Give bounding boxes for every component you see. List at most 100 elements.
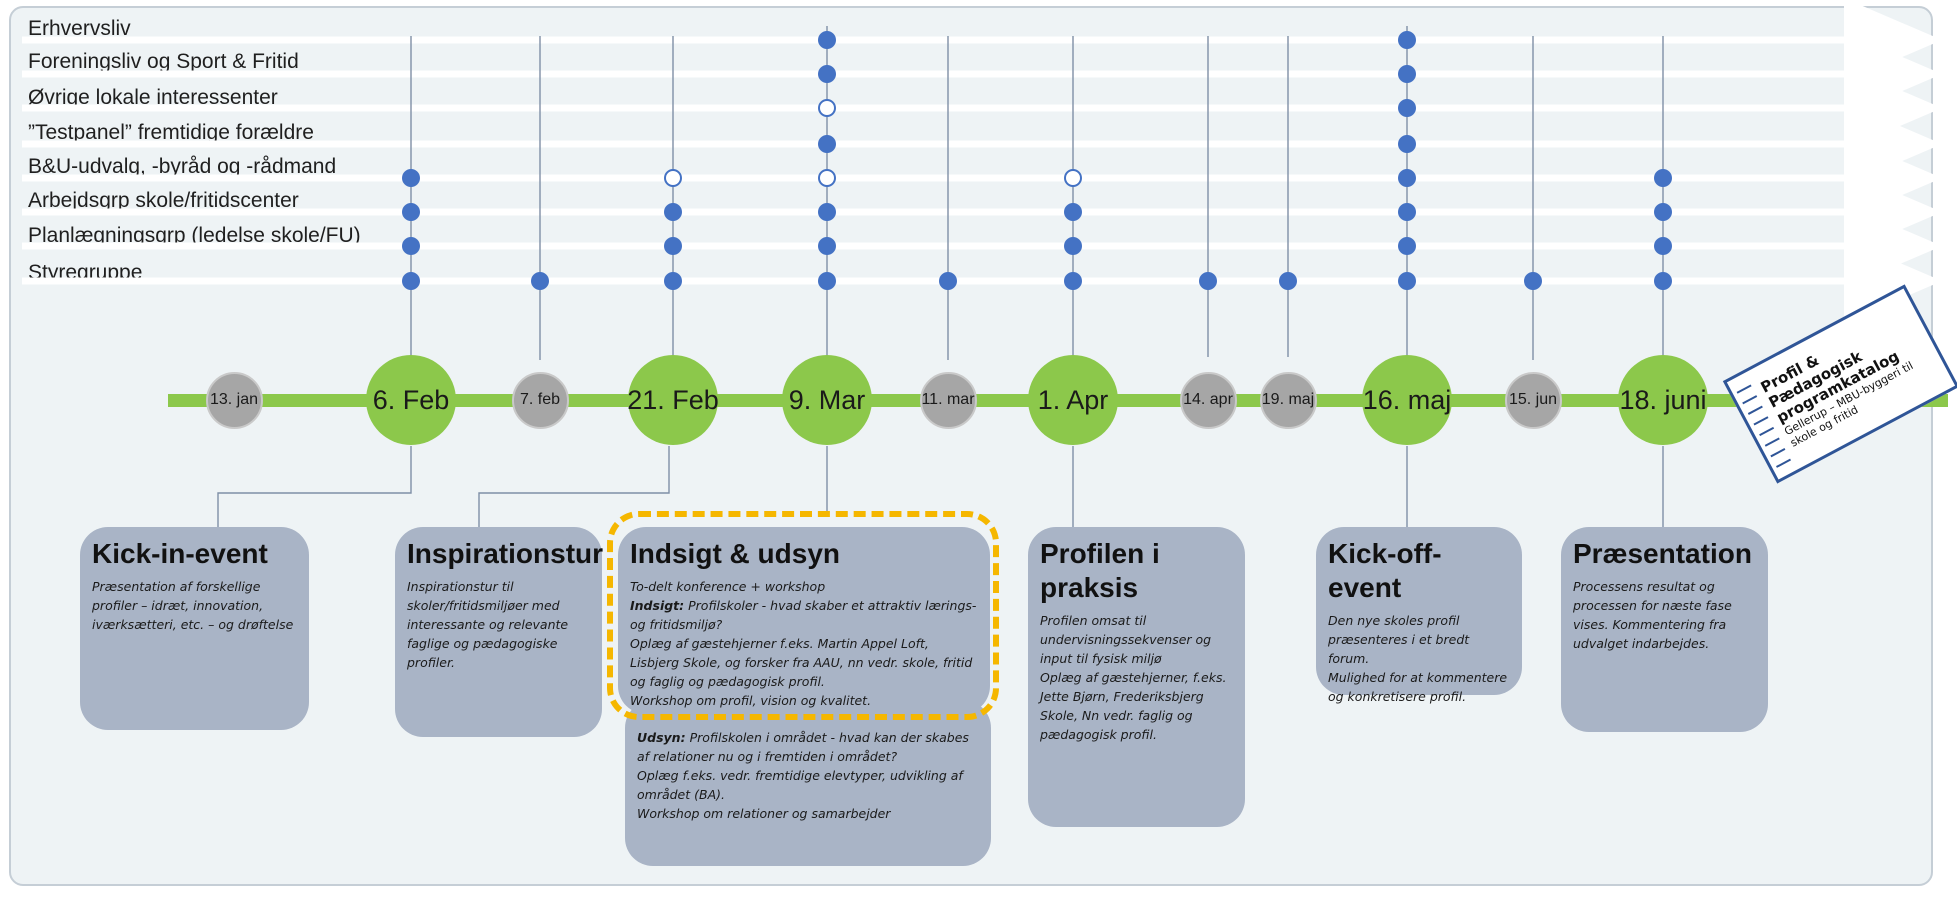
event-box-kick-in: Kick-in-event Præsentation af forskellig… [80, 527, 309, 730]
participation-dot-filled [1398, 169, 1416, 187]
row-label-erhvervsliv: Erhvervsliv [28, 17, 131, 40]
row-label-testpanel: ”Testpanel” fremtidige forældre [28, 121, 314, 144]
event-title: Kick-in-event [92, 538, 268, 569]
event-connector-line [478, 446, 670, 527]
date-label: 19. maj [1261, 391, 1315, 408]
participation-dot-filled [1398, 31, 1416, 49]
participation-dot-filled [1398, 65, 1416, 83]
date-label: 9. Mar [788, 384, 866, 415]
participation-dot-filled [402, 203, 420, 221]
participation-dot-filled [664, 203, 682, 221]
participation-dot-filled [402, 272, 420, 290]
event-box-profilen-i-praksis: Profilen i praksis Profilen omsat til un… [1028, 527, 1245, 827]
participation-dot-filled [1654, 203, 1672, 221]
participation-dot-open [664, 169, 682, 187]
date-label: 6. Feb [372, 384, 450, 415]
date-circle: 21. Feb [627, 355, 719, 445]
event-box-indsigt-udsyn: Indsigt & udsyn To-delt konference + wor… [618, 527, 990, 714]
participation-dot-filled [1654, 237, 1672, 255]
event-box-kick-off: Kick-off-event Den nye skoles profil præ… [1316, 527, 1522, 704]
participation-dot-filled [1398, 99, 1416, 117]
participation-dot-filled [1064, 272, 1082, 290]
date-label: 18. juni [1619, 384, 1707, 415]
event-description: Inspirationstur til skoler/fritidsmiljøe… [407, 579, 569, 670]
event-title: Indsigt & udsyn [630, 538, 840, 569]
participation-dot-filled [1199, 272, 1217, 290]
indsigt-workshop: Workshop om profil, vision og kvalitet. [630, 693, 872, 708]
row-label-foreningsliv: Foreningsliv og Sport & Fritid [28, 50, 299, 73]
date-circle: 1. Apr [1028, 355, 1118, 445]
program-catalog-card: Profil & Pædagogisk programkatalog Gelle… [1722, 284, 1957, 484]
date-circle: 19. maj [1259, 371, 1317, 429]
event-box-udsyn: Udsyn: Profilskolen i området - hvad kan… [625, 700, 991, 866]
event-description: Præsentation af forskellige profiler – i… [92, 579, 294, 632]
event-connector-line [217, 446, 412, 527]
row-label-bu-udvalg: B&U-udvalg, -byråd og -rådmand [28, 155, 337, 178]
participation-dot-filled [1524, 272, 1542, 290]
participation-dot-filled [1398, 203, 1416, 221]
participation-dot-filled [1064, 203, 1082, 221]
participation-dot-filled [664, 272, 682, 290]
participation-dot-filled [664, 237, 682, 255]
event-description: Oplæg af gæstehjerner, f.eks. Jette Bjør… [1040, 670, 1227, 742]
participation-dot-filled [402, 169, 420, 187]
participation-dot-filled [818, 237, 836, 255]
udsyn-oplaeg: Oplæg f.eks. vedr. fremtidige elevtyper,… [637, 768, 963, 802]
participation-dot-filled [1279, 272, 1297, 290]
participation-dot-filled [1398, 237, 1416, 255]
participation-dot-filled [1654, 169, 1672, 187]
indsigt-intro: To-delt konference + workshop [630, 579, 826, 594]
row-label-planlaegningsgrp: Planlægningsgrp (ledelse skole/FU) [28, 224, 361, 247]
udsyn-workshop: Workshop om relationer og samarbejder [637, 806, 891, 821]
date-label: 16. maj [1362, 384, 1452, 415]
event-title: Inspirationstur [407, 538, 604, 569]
date-circle: 7. feb [511, 371, 569, 429]
event-title: Profilen i praksis [1040, 538, 1160, 603]
date-label: 14. apr [1183, 391, 1233, 408]
participation-dot-open [818, 169, 836, 187]
indsigt-text: Indsigt: Profilskoler - hvad skaber et a… [630, 598, 977, 632]
participation-dot-filled [1398, 272, 1416, 290]
event-box-inspirationstur: Inspirationstur Inspirationstur til skol… [395, 527, 604, 737]
udsyn-text: Udsyn: Profilskolen i området - hvad kan… [637, 730, 969, 764]
participation-dot-filled [1654, 272, 1672, 290]
indsigt-oplaeg: Oplæg af gæstehjerner f.eks. Martin Appe… [630, 636, 973, 689]
participation-dot-filled [1064, 237, 1082, 255]
date-circle: 16. maj [1362, 355, 1452, 445]
event-description: Profilen omsat til undervisningssekvense… [1040, 613, 1212, 666]
date-label: 11. mar [921, 391, 975, 408]
date-label: 21. Feb [627, 384, 719, 415]
event-title: Præsentation [1573, 538, 1752, 569]
participation-dot-filled [818, 65, 836, 83]
participation-dot-filled [1398, 135, 1416, 153]
event-box-praesentation: Præsentation Processens resultat og proc… [1561, 527, 1768, 732]
date-label: 7. feb [519, 391, 561, 408]
date-circle: 11. mar [919, 371, 977, 429]
participation-dot-filled [818, 135, 836, 153]
spiral-binding-icon [1736, 384, 1792, 468]
participation-dot-open [818, 99, 836, 117]
participation-dot-filled [818, 203, 836, 221]
event-description: Den nye skoles profil præsenteres i et b… [1328, 613, 1470, 666]
participation-dot-filled [939, 272, 957, 290]
highlight-dashed-frame [607, 511, 999, 720]
participation-dot-filled [402, 237, 420, 255]
row-label-oevrige: Øvrige lokale interessenter [28, 86, 278, 109]
date-circle: 6. Feb [366, 355, 456, 445]
date-circle: 15. jun [1504, 371, 1562, 429]
event-description: Processens resultat og processen for næs… [1573, 579, 1732, 651]
date-label: 15. jun [1508, 391, 1558, 408]
event-description: Mulighed for at kommentere og konkretise… [1328, 670, 1508, 704]
date-circle: 9. Mar [782, 355, 872, 445]
event-title: Kick-off-event [1328, 538, 1442, 603]
row-label-arbejdsgrp: Arbejdsgrp skole/fritidscenter [28, 189, 299, 212]
participation-dot-filled [818, 272, 836, 290]
participation-dot-open [1064, 169, 1082, 187]
date-label: 1. Apr [1037, 384, 1109, 415]
participation-dot-filled [818, 31, 836, 49]
date-label: 13. jan [209, 391, 259, 408]
date-circle: 18. juni [1618, 355, 1708, 445]
date-circle: 14. apr [1179, 371, 1237, 429]
